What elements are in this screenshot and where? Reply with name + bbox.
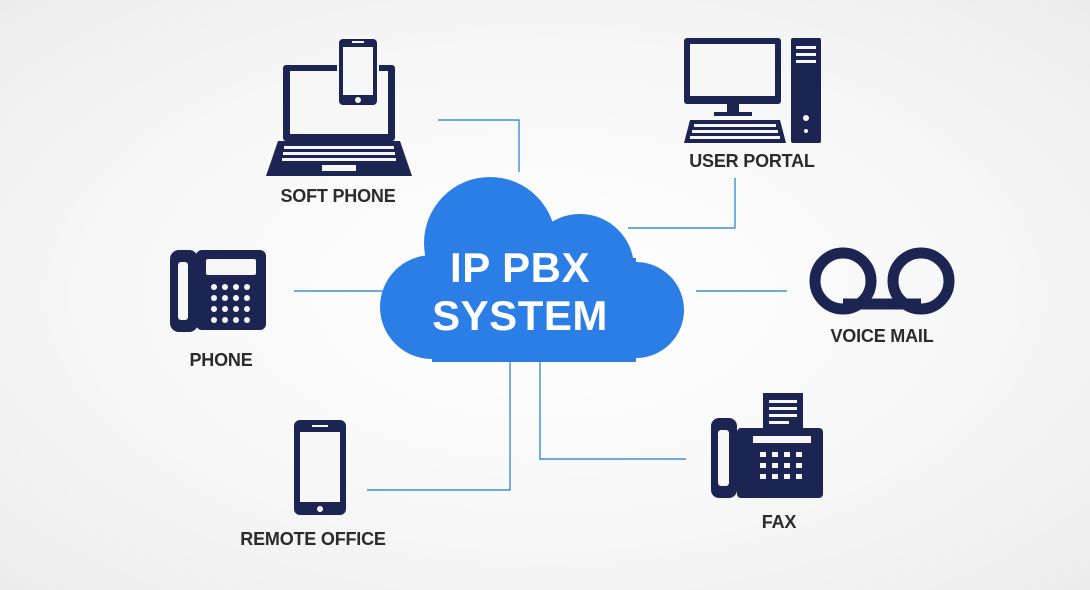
label-phone: PHONE [189, 350, 253, 370]
connector-user-portal [628, 178, 736, 229]
connector-soft-phone [438, 119, 520, 172]
mobile-phone-icon [294, 420, 346, 515]
label-soft-phone: SOFT PHONE [280, 186, 396, 206]
label-user-portal: USER PORTAL [689, 151, 815, 171]
label-voice-mail: VOICE MAIL [830, 326, 934, 346]
voicemail-icon [809, 247, 955, 315]
cloud-title-line2: SYSTEM [432, 292, 608, 339]
cloud-shape [380, 177, 684, 362]
label-remote-office: REMOTE OFFICE [240, 529, 386, 549]
fax-machine-icon [711, 393, 823, 498]
connector-fax [539, 362, 686, 460]
desktop-computer-icon [684, 38, 821, 143]
cloud-title-line1: IP PBX [450, 244, 590, 291]
laptop-phone-icon [266, 37, 412, 176]
label-fax: FAX [761, 512, 797, 532]
desk-phone-icon [170, 250, 266, 332]
connector-remote-office [367, 362, 511, 491]
